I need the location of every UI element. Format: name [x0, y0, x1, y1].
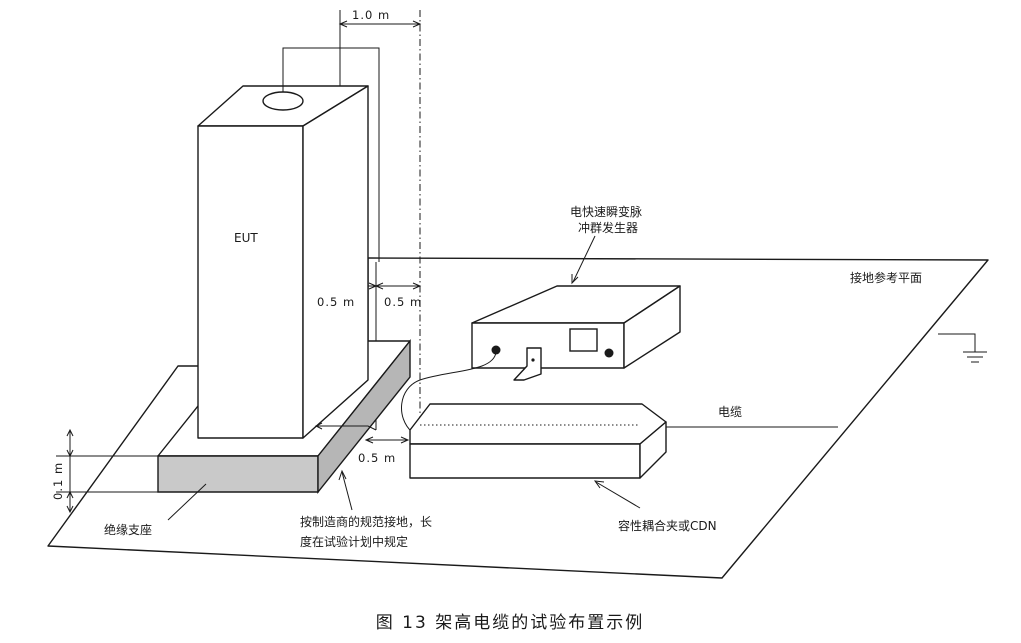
insulating-support-label: 绝缘支座: [104, 522, 152, 537]
generator-label-line2: 冲群发生器: [578, 220, 638, 235]
generator-terminal-right-icon: [604, 348, 614, 358]
dimension-left-half-label: 0.5 m: [317, 295, 355, 309]
ground-symbol-icon: [938, 333, 987, 363]
cable-label: 电缆: [718, 405, 742, 419]
generator-label-line1: 电快速瞬变脉: [570, 204, 642, 219]
dimension-right-half-label: 0.5 m: [384, 295, 422, 309]
coupling-clamp-label: 容性耦合夹或CDN: [618, 518, 717, 533]
eft-generator: [471, 285, 681, 381]
generator-display-icon: [569, 328, 598, 352]
leader-arrows: [167, 235, 641, 521]
grounding-note-line2: 度在试验计划中规定: [300, 534, 408, 549]
eut-cabinet: [197, 85, 369, 439]
grounding-wire: [316, 425, 377, 431]
dimension-lower-half-label: 0.5 m: [358, 451, 396, 465]
generator-ground-bracket: [513, 347, 542, 381]
eut-label: EUT: [234, 231, 258, 245]
dimension-1m-label: 1.0 m: [352, 8, 390, 22]
grounding-note-line1: 按制造商的规范接地，长: [300, 514, 432, 529]
eut-top-cable: [282, 47, 380, 262]
ground-plane-label: 接地参考平面: [850, 270, 922, 285]
coupling-clamp: [409, 403, 667, 479]
generator-terminal-left-icon: [491, 345, 501, 355]
generator-output-cable: [401, 351, 497, 433]
figure-caption: 图 13 架高电缆的试验布置示例: [376, 613, 644, 633]
dimension-height-label: 0.1 m: [51, 462, 65, 500]
